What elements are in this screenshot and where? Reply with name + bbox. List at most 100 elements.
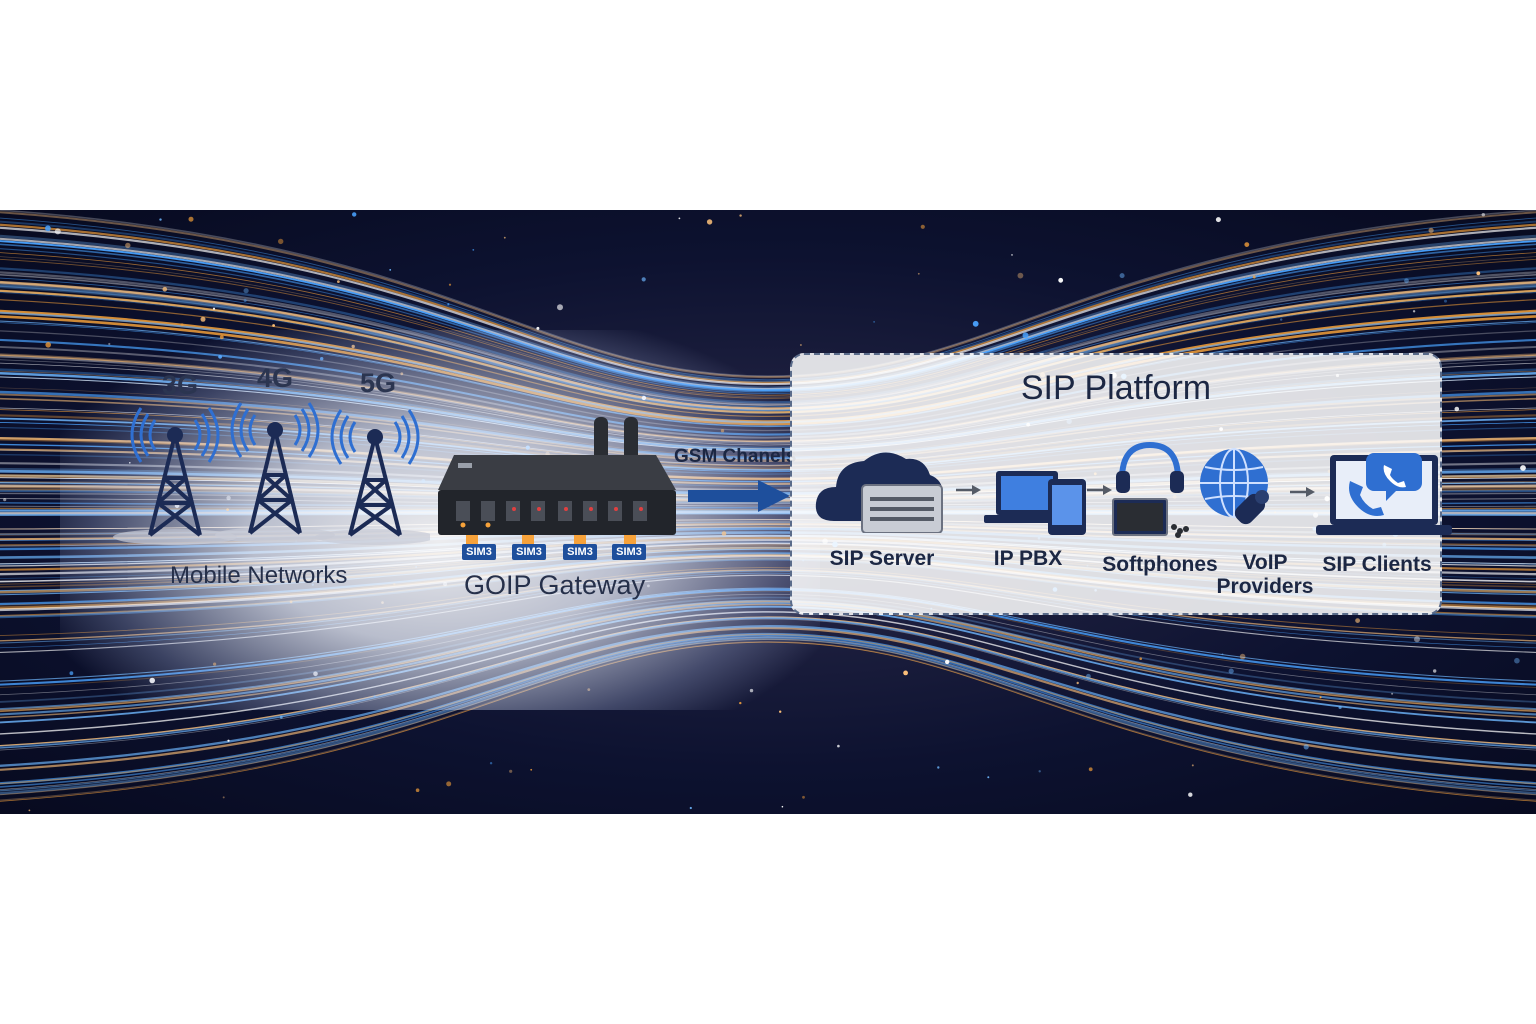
light-particle [108,342,111,346]
light-particle [415,788,420,792]
light-particle [188,216,194,222]
light-particle [557,304,563,311]
light-particle [1086,673,1091,679]
light-particle [587,688,591,691]
light-particle [389,269,392,271]
cloud-server-icon [815,452,943,533]
light-particle [1088,767,1093,772]
light-particle [706,219,713,225]
light-particle [1355,618,1360,623]
light-particle [415,566,417,568]
light-particle [320,357,324,361]
light-particle [3,498,7,502]
light-particle [1391,692,1394,695]
light-particle [1303,744,1309,750]
light-particle [472,249,475,251]
light-particle [1319,696,1322,699]
tower-label-5g: 5G [359,368,397,398]
light-particle [903,670,908,676]
light-particle [227,739,230,742]
light-particle [1188,792,1193,797]
light-streak [0,641,1536,801]
light-particle [739,701,742,705]
light-particle [503,236,506,239]
light-particle [781,805,784,808]
light-particle [837,744,840,748]
arrow-right-small-icon [1087,485,1112,495]
light-particle [69,671,74,676]
sip-server-label: SIP Server [829,547,935,570]
light-particle [1038,770,1041,773]
light-particle [1017,272,1024,279]
light-particle [45,225,51,232]
light-particle [1280,318,1283,321]
light-particle [1119,273,1125,279]
light-particle [1011,254,1013,256]
light-particle [689,806,692,810]
laptop-tablet-icon [984,471,1086,535]
light-particle [1139,657,1142,660]
light-particle [1481,213,1486,217]
laptop-phone-icon [1316,453,1452,535]
tower-label-4g: 4G [256,363,294,393]
light-particle [351,344,355,349]
light-particle [446,781,452,787]
light-particle [721,531,727,536]
light-streak [0,641,1536,802]
light-particle [212,307,216,310]
light-particle [1244,242,1250,247]
light-particle [678,217,681,220]
light-particle [180,323,184,327]
light-particle [1191,764,1194,767]
goip-gateway-caption: GOIP Gateway [464,570,646,600]
light-particle [54,228,61,235]
light-particle [28,809,31,812]
light-particle [641,277,646,282]
light-particle [1444,299,1447,303]
light-particle [381,601,384,604]
tower-icon-3g [130,407,220,537]
light-particle [200,316,206,322]
light-particle [1520,465,1526,471]
light-particle [1454,406,1460,412]
light-particle [972,320,979,327]
voip-providers-label: VoIP Providers [1216,551,1314,598]
light-particle [739,214,742,217]
light-streak [0,638,1536,796]
light-particle [1058,277,1064,283]
light-particle [1414,636,1420,643]
tower-label-3g: 3G [161,370,199,400]
light-particle [1221,653,1224,656]
cell-towers-group [113,402,430,545]
sim-tag-4: SIM3 [612,544,646,560]
light-particle [521,629,524,632]
arrow-right-small-icon [956,485,981,495]
sim-tag-2: SIM3 [512,544,546,560]
light-particle [352,212,357,217]
sim-tag-1: SIM3 [462,544,496,560]
light-particle [159,218,162,221]
light-particle [1239,653,1246,660]
sim-tag-3: SIM3 [563,544,597,560]
light-particle [1412,310,1416,313]
light-particle [536,326,540,330]
light-particle [45,342,51,348]
light-particle [243,288,249,294]
light-particle [393,583,396,586]
light-particle [1338,705,1342,709]
light-particle [162,286,168,292]
arrow-right-icon [688,480,790,512]
light-particle [272,324,275,327]
light-particle [337,280,340,283]
ip-pbx-label: IP PBX [993,547,1063,570]
light-particle [1076,681,1079,685]
light-particle [313,671,318,677]
softphones-label: Softphones [1102,553,1218,576]
light-particle [1228,668,1234,674]
light-particle [218,354,223,359]
light-particle [1252,275,1256,279]
globe-icon [1200,448,1269,525]
tower-icon-5g [330,409,420,537]
tower-icon-4g [230,402,320,535]
headset-laptop-icon [1112,441,1189,538]
